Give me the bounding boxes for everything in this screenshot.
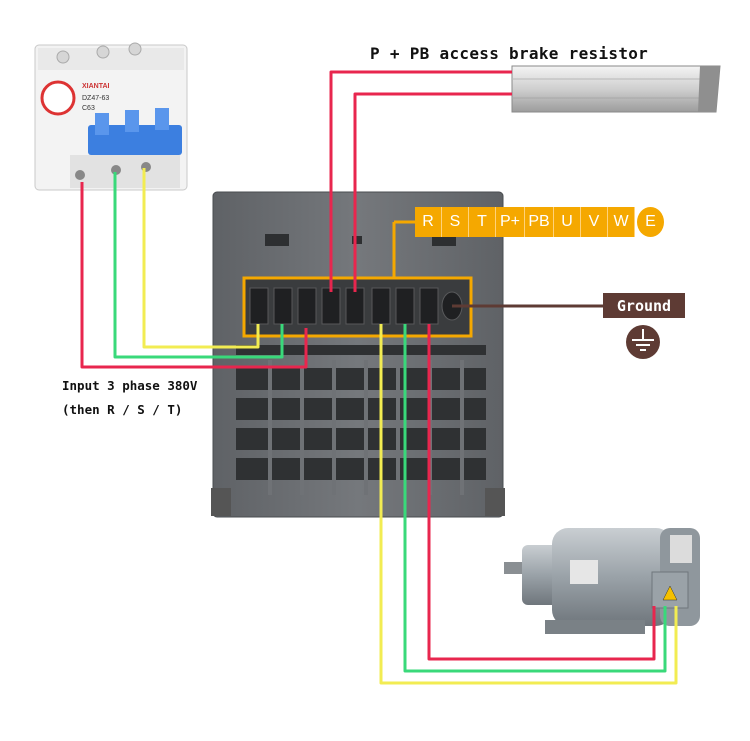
- brake-wires: [329, 70, 512, 292]
- terminal-e: E: [637, 207, 664, 237]
- input-label-line1: Input 3 phase 380V: [62, 378, 198, 393]
- terminal-pb: PB: [525, 207, 554, 237]
- brake-resistor-icon: [511, 65, 721, 113]
- svg-text:DZ47-63: DZ47-63: [82, 95, 109, 102]
- input-wires: [80, 168, 308, 369]
- terminal-v: V: [581, 207, 608, 237]
- terminal-s: S: [442, 207, 469, 237]
- motor-wire-green: [403, 324, 667, 673]
- terminal-labels: R S T P+ PB U V W E: [415, 207, 664, 237]
- motor-icon: [504, 528, 700, 634]
- input-wire-red: [80, 182, 308, 369]
- inverter-icon: [211, 191, 505, 518]
- motor-wire-yellow: [379, 324, 678, 685]
- terminal-p-plus: P+: [496, 207, 525, 237]
- ground-symbol-icon: [626, 325, 660, 359]
- brake-resistor-label: P + PB access brake resistor: [370, 44, 649, 63]
- brake-wire-pb: [353, 92, 512, 292]
- circuit-breaker-icon: XIANTAI DZ47-63 C63: [34, 42, 188, 191]
- terminal-w: W: [608, 207, 635, 237]
- terminal-u: U: [554, 207, 581, 237]
- input-wire-yellow: [142, 168, 260, 349]
- svg-text:C63: C63: [82, 105, 95, 112]
- terminal-r: R: [415, 207, 442, 237]
- brake-wire-p: [329, 70, 512, 292]
- svg-text:XIANTAI: XIANTAI: [82, 83, 110, 90]
- motor-wire-red: [427, 324, 656, 661]
- input-label-line2: (then R / S / T): [62, 402, 183, 417]
- terminal-t: T: [469, 207, 496, 237]
- ground-label: Ground: [603, 293, 685, 318]
- input-wire-green: [113, 172, 284, 359]
- motor-wires: [379, 324, 678, 685]
